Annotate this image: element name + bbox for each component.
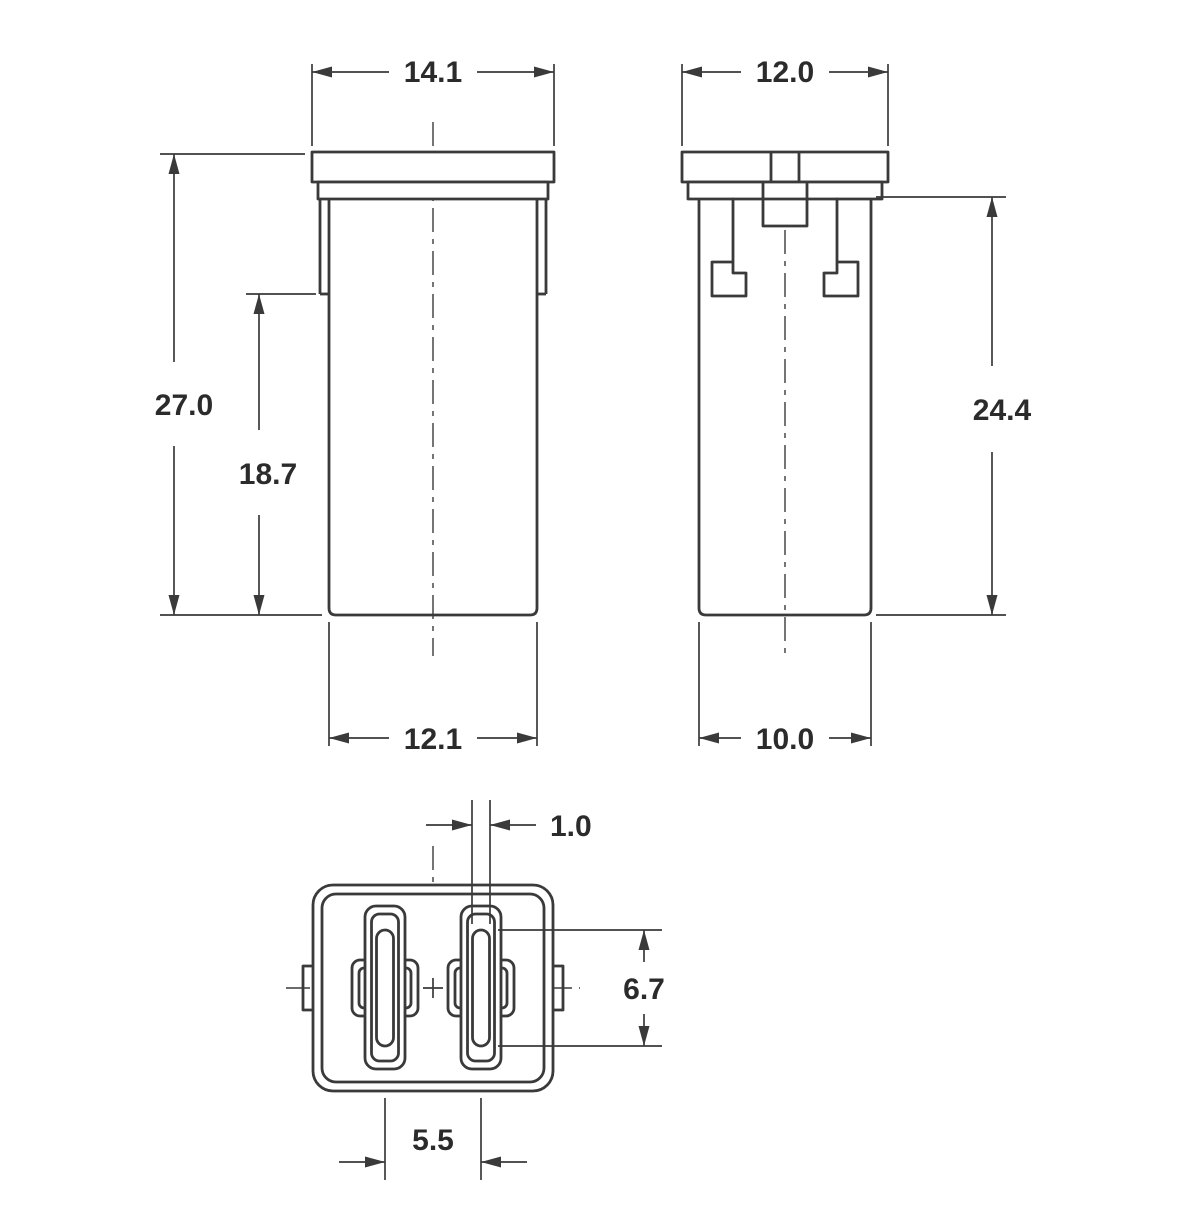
dim-label-front-overall-height: 27.0: [155, 389, 213, 422]
dim-label-side-body-width: 10.0: [756, 723, 814, 756]
bottom-center-mark: [423, 978, 443, 998]
front-cap-lip-outline: [316, 180, 550, 201]
front-cap-outline: [310, 150, 556, 184]
dim-label-side-cap-width: 12.0: [756, 56, 814, 89]
side-body-outline: [697, 199, 873, 617]
bottom-side-tab-right: [553, 964, 565, 1012]
terminal-contact-slit: [471, 928, 491, 1048]
dim-label-side-body-height: 24.4: [973, 394, 1032, 427]
side-view: 12.0 24.4 10.0: [680, 56, 1032, 756]
front-view: 14.1 27.0 18.7 12.1: [155, 56, 556, 756]
side-latch-hook-left: [710, 197, 748, 298]
side-cap-outline: [680, 150, 890, 184]
dim-label-bottom-slot-width: 1.0: [550, 810, 592, 843]
dim-bottom-terminal-pitch: 5.5: [339, 1098, 527, 1180]
bottom-body-inner-outline: [320, 892, 546, 1084]
dim-front-overall-height: 27.0: [155, 153, 322, 616]
bottom-side-tab-left: [301, 964, 313, 1012]
dim-label-front-cap-width: 14.1: [404, 56, 462, 89]
dim-side-cap-width: 12.0: [681, 56, 889, 146]
bottom-view: 1.0 6.7 5.5: [286, 800, 665, 1180]
terminal-contact-slit: [375, 928, 395, 1048]
side-cap-lip-outline: [686, 180, 884, 201]
side-latch-hook-right: [822, 197, 860, 298]
terminal-slot-inner: [466, 912, 496, 1063]
dim-label-bottom-terminal-pitch: 5.5: [412, 1124, 454, 1157]
bottom-terminal-right: [446, 904, 516, 1071]
dim-front-body-width: 12.1: [328, 622, 538, 756]
front-body-outline: [327, 199, 539, 617]
dim-label-front-body-width: 12.1: [404, 723, 462, 756]
dim-label-front-body-height: 18.7: [239, 458, 297, 491]
dim-bottom-slot-width: 1.0: [426, 800, 592, 924]
dim-label-bottom-slot-length: 6.7: [623, 973, 665, 1006]
side-center-slot: [761, 182, 809, 228]
dim-side-body-height: 24.4: [876, 196, 1032, 616]
bottom-terminal-left: [350, 904, 420, 1071]
dim-bottom-slot-length: 6.7: [498, 929, 665, 1047]
terminal-slot-inner: [370, 912, 400, 1063]
dim-side-body-width: 10.0: [698, 622, 872, 756]
dim-front-cap-width: 14.1: [311, 56, 555, 146]
dim-front-body-height: 18.7: [239, 293, 316, 615]
